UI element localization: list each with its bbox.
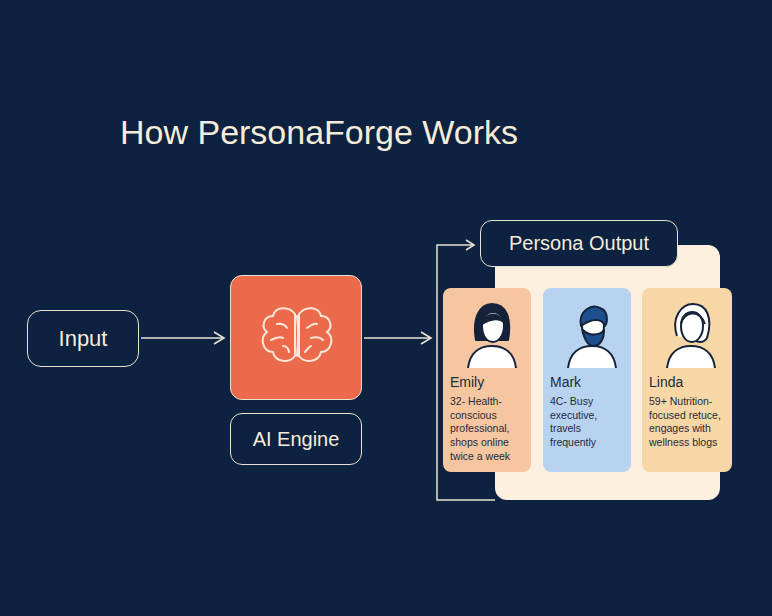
avatar-strokes: [568, 307, 616, 368]
avatar-icon: [562, 296, 622, 368]
input-node: Input: [27, 310, 139, 367]
engine-label-box: AI Engine: [230, 413, 362, 465]
brain-strokes: [263, 308, 332, 361]
input-label: Input: [59, 326, 108, 352]
panel-header-box: Persona Output: [480, 220, 678, 267]
engine-node: AI Engine: [230, 275, 362, 465]
card-node: Mark 4C- Busy executive, travels frequent…: [543, 288, 631, 472]
persona-description: 4C- Busy executive, travels frequently: [550, 395, 625, 450]
persona-description: 59+ Nutrition-focused retuce, engages wi…: [649, 395, 726, 450]
persona-description: 32- Health-conscious professional, shops…: [450, 395, 525, 463]
flow-arrow: [141, 337, 224, 339]
flow-arrow: [364, 337, 431, 339]
engine-label: AI Engine: [253, 428, 340, 451]
avatar-icon: [462, 296, 522, 368]
persona-name: Linda: [649, 374, 726, 390]
brain-icon: [231, 276, 363, 398]
avatar-strokes: [468, 304, 516, 368]
persona-name: Emily: [450, 374, 525, 390]
engine-icon-box: [230, 275, 362, 400]
panel-header: Persona Output: [509, 232, 649, 255]
card-node: Linda 59+ Nutrition-focused retuce, engag…: [642, 288, 732, 472]
card-node: Emily 32- Health-conscious professional, …: [443, 288, 531, 472]
title: How PersonaForge Works: [120, 113, 518, 152]
avatar-strokes: [667, 304, 715, 368]
panel-node: Persona OutputEmily32- Health-conscious …: [437, 245, 720, 500]
persona-name: Mark: [550, 374, 625, 390]
avatar-icon: [661, 296, 721, 368]
